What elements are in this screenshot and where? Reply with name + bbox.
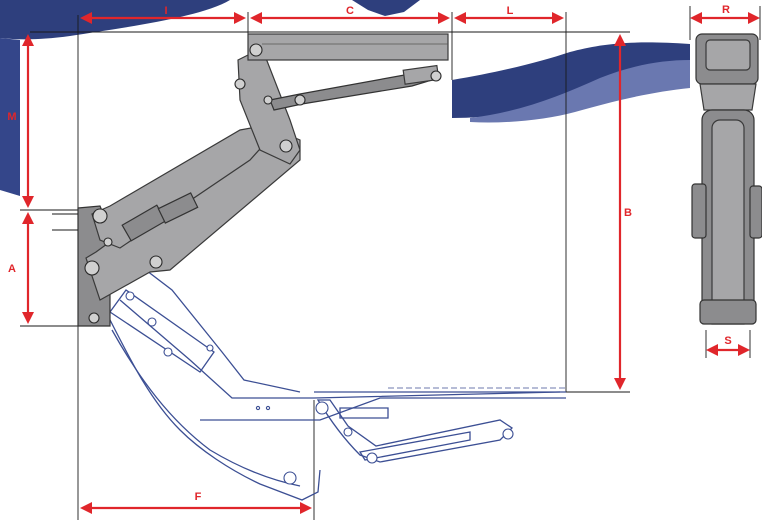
dimension-label-f: F bbox=[195, 491, 202, 503]
dimension-lines bbox=[22, 12, 760, 514]
dimension-label-r: R bbox=[722, 4, 730, 16]
wave-right-dark bbox=[452, 42, 690, 118]
dimension-label-i: I bbox=[164, 5, 167, 17]
wave-top-left bbox=[0, 0, 230, 40]
dimension-label-b: B bbox=[624, 207, 632, 219]
wave-top-center bbox=[352, 0, 420, 16]
dimension-label-l: L bbox=[507, 5, 514, 17]
background-waves bbox=[0, 0, 690, 196]
dimension-label-c: C bbox=[346, 5, 354, 17]
dimension-label-a: A bbox=[8, 263, 16, 275]
dimension-label-m: M bbox=[7, 111, 16, 123]
top-frame bbox=[247, 33, 449, 61]
wave-right-light bbox=[470, 60, 690, 123]
wave-left-band bbox=[0, 38, 20, 196]
closed-position-outline bbox=[95, 231, 566, 501]
dimension-label-s: S bbox=[724, 335, 731, 347]
open-position-mechanism bbox=[52, 33, 449, 327]
side-view bbox=[691, 33, 762, 325]
